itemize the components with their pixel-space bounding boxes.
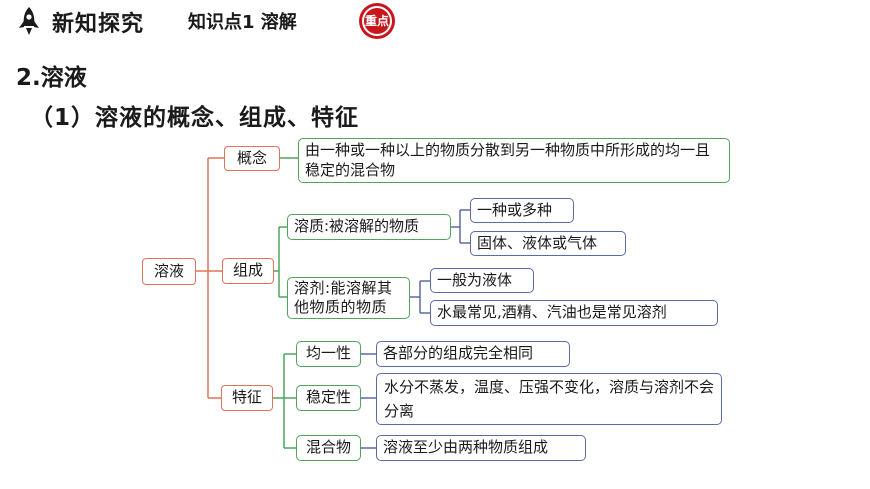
feature-homogeneity-desc-text: 各部分的组成完全相同 <box>383 344 534 362</box>
rocket-icon <box>19 7 39 35</box>
concept-label: 概念 <box>236 149 267 167</box>
feature-stability-desc: 水分不蒸发，温度、压强不变化，溶质与溶剂不会分离 <box>376 373 722 425</box>
concept-definition-text: 由一种或一种以上的物质分散到另一种物质中所形成的均一且稳定的混合物 <box>305 141 711 179</box>
solvent-item-2: 水最常见,酒精、汽油也是常见溶剂 <box>430 300 718 326</box>
header: 新知探究 知识点1 溶解 重点 <box>0 0 870 44</box>
feature-mixture-desc-text: 溶液至少由两种物质组成 <box>383 438 549 456</box>
branch-features: 特征 <box>221 385 273 411</box>
feature-homogeneity-desc: 各部分的组成完全相同 <box>376 341 570 367</box>
feature-stability-label: 稳定性 <box>305 388 351 406</box>
branch-composition: 组成 <box>222 258 274 284</box>
section-title: 2.溶液 <box>16 65 87 91</box>
root-node-solution: 溶液 <box>142 258 196 285</box>
solvent-item-2-text: 水最常见,酒精、汽油也是常见溶剂 <box>437 303 667 321</box>
composition-label: 组成 <box>232 261 263 279</box>
feature-mixture-desc: 溶液至少由两种物质组成 <box>376 435 586 461</box>
branch-concept: 概念 <box>224 146 280 171</box>
solute-label: 溶质:被溶解的物质 <box>294 217 420 235</box>
solvent-item-1: 一般为液体 <box>430 268 534 293</box>
solute-node: 溶质:被溶解的物质 <box>287 214 451 240</box>
solute-item-1-text: 一种或多种 <box>477 201 553 219</box>
solute-item-2: 固体、液体或气体 <box>470 231 626 256</box>
subsection-title: （1）溶液的概念、组成、特征 <box>30 105 360 131</box>
feature-homogeneity-label: 均一性 <box>305 344 351 362</box>
features-label: 特征 <box>231 388 262 406</box>
feature-homogeneity: 均一性 <box>296 341 361 367</box>
key-point-badge: 重点 <box>362 6 392 36</box>
feature-stability-desc-text: 水分不蒸发，温度、压强不变化，溶质与溶剂不会分离 <box>384 378 715 420</box>
concept-definition: 由一种或一种以上的物质分散到另一种物质中所形成的均一且稳定的混合物 <box>298 138 730 183</box>
feature-stability: 稳定性 <box>296 385 361 411</box>
solute-item-2-text: 固体、液体或气体 <box>477 234 598 252</box>
feature-mixture: 混合物 <box>296 435 361 461</box>
solvent-node: 溶剂:能溶解其他物质的物质 <box>287 277 410 319</box>
solute-item-1: 一种或多种 <box>470 198 574 223</box>
header-title: 新知探究 <box>52 12 145 37</box>
solvent-label: 溶剂:能溶解其他物质的物质 <box>294 279 393 316</box>
solvent-item-1-text: 一般为液体 <box>437 271 513 289</box>
root-label: 溶液 <box>153 262 184 280</box>
feature-mixture-label: 混合物 <box>305 438 351 456</box>
knowledge-point-label: 知识点1 溶解 <box>188 12 297 33</box>
